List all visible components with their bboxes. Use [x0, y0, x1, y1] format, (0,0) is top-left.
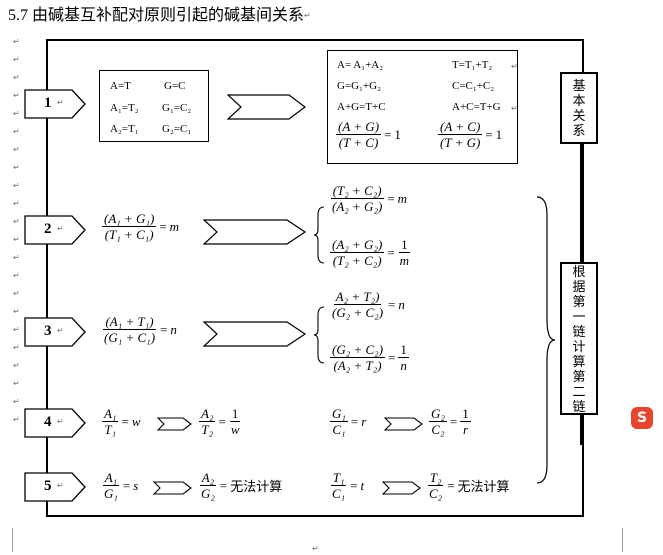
margin-paragraph-mark: ↵	[13, 199, 20, 208]
margin-paragraph-mark: ↵	[13, 163, 20, 172]
formula-row2-r1: (T₂ + C₂)(A₂ + G₂)=m	[330, 183, 408, 214]
margin-paragraph-mark: ↵	[13, 73, 20, 82]
arrow-4a	[157, 417, 192, 431]
margin-paragraph-mark: ↵	[13, 343, 20, 352]
page-corner-right	[622, 528, 631, 552]
margin-paragraph-mark: ↵	[13, 55, 20, 64]
margin-paragraph-mark: ↵	[13, 145, 20, 154]
margin-paragraph-mark: ↵	[13, 397, 20, 406]
margin-paragraph-mark: ↵	[13, 415, 20, 424]
basic-pairing-box: A=T G=C A₁=T₂ G₁=C₂ A₂=T₁ G₂=C₁	[99, 70, 209, 142]
arrow-3	[203, 321, 307, 347]
margin-paragraph-mark: ↵	[13, 235, 20, 244]
margin-paragraph-mark: ↵	[13, 325, 20, 334]
step-1-marker: 1↵	[24, 89, 87, 119]
formula-box2-2: (A + C)(T + G)=1	[438, 119, 503, 150]
margin-paragraph-mark: ↵	[13, 91, 20, 100]
arrow-1	[227, 94, 306, 120]
formula-row3-r1: A₂ + T₂)(G₂ + C₂)=n	[332, 289, 405, 320]
connector-line-top	[580, 102, 582, 262]
label-basic-relation: 基本关系	[560, 72, 598, 144]
page-heading: 5.7 由碱基互补配对原则引起的碱基间关系↵	[8, 1, 311, 25]
brace-row2	[313, 206, 325, 264]
arrow-5a	[153, 481, 192, 495]
paragraph-mark: ↵	[304, 11, 311, 20]
step-2-marker: 2↵	[24, 215, 87, 245]
page-corner-left	[4, 528, 13, 552]
heading-text: 5.7 由碱基互补配对原则引起的碱基间关系	[8, 7, 305, 24]
margin-paragraph-mark: ↵	[13, 307, 20, 316]
arrow-4b	[384, 417, 423, 431]
formula-row3-left: (A₁ + T₁)(G₁ + C₁)=n	[103, 314, 177, 345]
total-composition-box: A= A₁+A₂ T=T₁+T₂↵ G=G₁+G₂ C=C₁+C₂ A+G=T+…	[327, 50, 518, 164]
margin-paragraph-mark: ↵	[13, 289, 20, 298]
arrow-2	[203, 219, 307, 245]
bottom-paragraph-mark: ↵	[312, 544, 319, 553]
margin-paragraph-mark: ↵	[13, 253, 20, 262]
formula-row2-left: (A₁ + G₁)(T₁ + C₁)=m	[102, 211, 180, 242]
step-5-marker: 5↵	[24, 472, 87, 502]
right-brace	[536, 196, 556, 484]
label-compute-second-strand: 根据第一链计算第二链	[560, 262, 598, 415]
brace-row3	[313, 306, 325, 364]
margin-paragraph-mark: ↵	[13, 217, 20, 226]
margin-paragraph-mark: ↵	[13, 181, 20, 190]
margin-paragraph-mark: ↵	[13, 379, 20, 388]
margin-paragraph-mark: ↵	[13, 37, 20, 46]
margin-paragraph-mark: ↵	[13, 361, 20, 370]
step-3-marker: 3↵	[24, 317, 87, 347]
step-4-marker: 4↵	[24, 408, 87, 438]
connector-line-bottom	[580, 415, 582, 445]
margin-paragraph-mark: ↵	[13, 109, 20, 118]
formula-box2-1: (A + G)(T + C)=1	[336, 119, 401, 150]
margin-paragraph-mark: ↵	[13, 127, 20, 136]
arrow-5b	[382, 481, 421, 495]
ime-s-icon[interactable]: S	[631, 407, 653, 429]
margin-paragraph-mark: ↵	[13, 271, 20, 280]
